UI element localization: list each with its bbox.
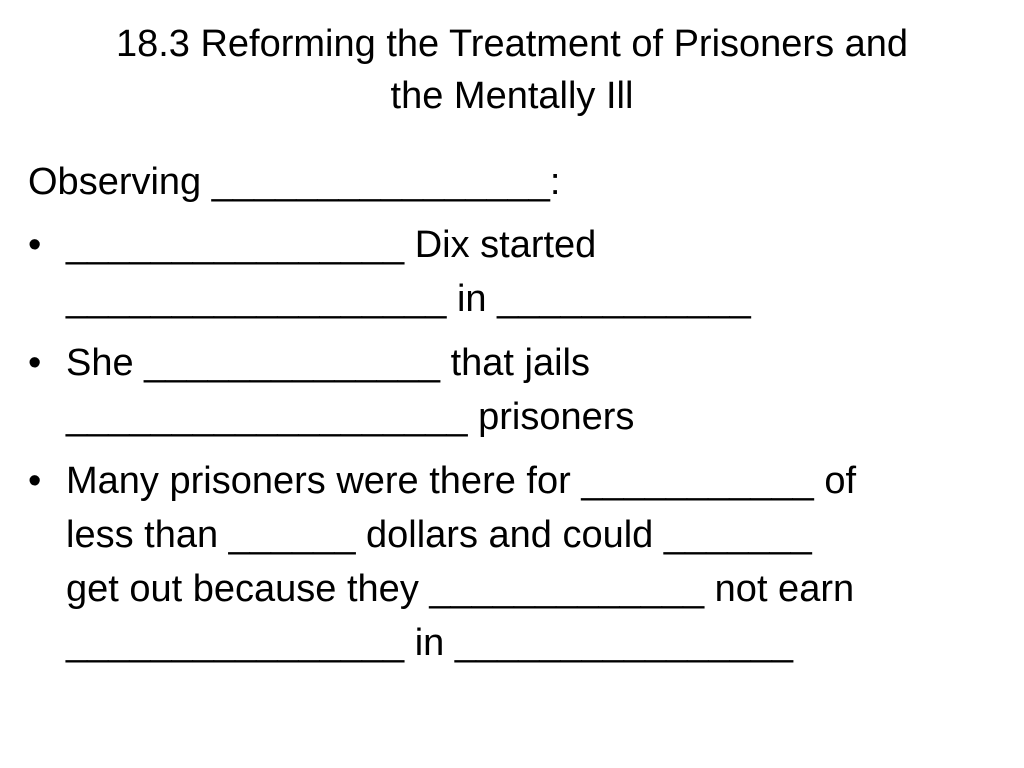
bullet-text-line: Many prisoners were there for __________… [66, 460, 857, 502]
section-heading: Observing ________________: [28, 161, 561, 203]
bullet-text-line: get out because they _____________ not e… [66, 568, 855, 610]
bullet-marker: • [28, 342, 42, 384]
title-line: 18.3 Reforming the Treatment of Prisoner… [115, 23, 909, 65]
bullet-text-line: ________________ Dix started [66, 224, 597, 266]
bullet-item: • She ______________ that jails ________… [28, 336, 1018, 444]
bullet-item: • Many prisoners were there for ________… [28, 454, 1018, 670]
bullet-text-line: ________________ in ________________ [66, 622, 793, 664]
bullet-list: • ________________ Dix started _________… [28, 218, 1018, 680]
bullet-marker: • [28, 224, 42, 266]
slide-title: 18.3 Reforming the Treatment of Prisoner… [20, 18, 1004, 122]
bullet-text-line: __________________ in ____________ [66, 278, 751, 320]
bullet-marker: • [28, 460, 42, 502]
title-line: the Mentally Ill [390, 75, 634, 117]
bullet-text-line: less than ______ dollars and could _____… [66, 514, 812, 556]
bullet-item: • ________________ Dix started _________… [28, 218, 1018, 326]
bullet-text-line: She ______________ that jails [66, 342, 591, 384]
bullet-text-line: ___________________ prisoners [66, 396, 635, 438]
